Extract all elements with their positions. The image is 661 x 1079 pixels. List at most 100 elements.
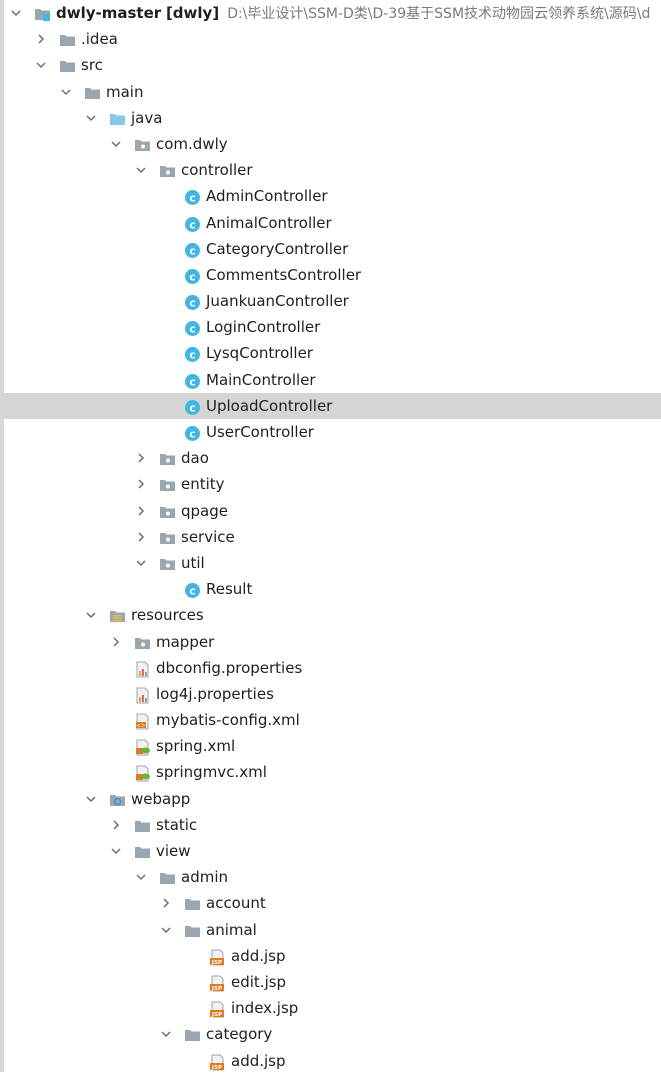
- tree-node-maincontroller[interactable]: c MainController: [0, 367, 661, 393]
- chevron-right-icon[interactable]: [34, 26, 48, 52]
- tree-node-resources[interactable]: resources: [0, 602, 661, 628]
- tree-node-label: java: [131, 108, 163, 127]
- project-path: D:\毕业设计\SSM-D类\D-39基于SSM技术动物园云领养系统\源码\d: [227, 6, 651, 22]
- tree-node-mybatis-config-xml[interactable]: <>mybatis-config.xml: [0, 707, 661, 733]
- web-folder-icon: [109, 791, 126, 808]
- jsp-file-icon: JSP: [209, 974, 226, 992]
- tree-node-label: CommentsController: [206, 265, 362, 284]
- svg-text:c: c: [189, 245, 195, 257]
- tree-node-admin[interactable]: admin: [0, 864, 661, 890]
- chevron-down-icon[interactable]: [59, 79, 73, 105]
- tree-node-idea[interactable]: .idea: [0, 26, 661, 52]
- tree-node-com-dwly[interactable]: com.dwly: [0, 131, 661, 157]
- svg-text:c: c: [189, 350, 195, 362]
- class-icon: c: [184, 372, 201, 389]
- chevron-right-icon[interactable]: [134, 445, 148, 471]
- tree-node-label: MainController: [206, 370, 316, 389]
- chevron-right-icon[interactable]: [134, 498, 148, 524]
- tree-node-label: edit.jsp: [231, 972, 287, 991]
- svg-text:c: c: [189, 297, 195, 309]
- tree-node-src[interactable]: src: [0, 52, 661, 78]
- svg-text:c: c: [189, 271, 195, 283]
- tree-node-categorycontroller[interactable]: c CategoryController: [0, 236, 661, 262]
- tree-node-util[interactable]: util: [0, 550, 661, 576]
- tree-node-category[interactable]: category: [0, 1021, 661, 1047]
- tree-node-java[interactable]: java: [0, 105, 661, 131]
- chevron-down-icon[interactable]: [134, 550, 148, 576]
- tree-node-dwly-master-dwly[interactable]: dwly-master [dwly]D:\毕业设计\SSM-D类\D-39基于S…: [0, 0, 661, 26]
- tree-node-uploadcontroller[interactable]: c UploadController: [0, 392, 661, 419]
- package-icon: [134, 136, 151, 153]
- tree-node-account[interactable]: account: [0, 890, 661, 916]
- class-icon: c: [184, 581, 201, 599]
- chevron-right-icon[interactable]: [109, 629, 123, 655]
- tree-node-entity[interactable]: entity: [0, 471, 661, 497]
- tree-node-label: LoginController: [206, 318, 321, 337]
- tree-node-webapp[interactable]: webapp: [0, 786, 661, 812]
- tree-node-static[interactable]: static: [0, 812, 661, 838]
- properties-file-icon: [134, 660, 151, 678]
- chevron-right-icon[interactable]: [134, 524, 148, 550]
- svg-text:c: c: [189, 324, 195, 336]
- tree-node-edit-jsp[interactable]: JSP edit.jsp: [0, 969, 661, 995]
- tree-node-mapper[interactable]: mapper: [0, 629, 661, 655]
- chevron-down-icon[interactable]: [159, 1021, 173, 1047]
- tree-node-springmvc-xml[interactable]: springmvc.xml: [0, 759, 661, 785]
- tree-node-label: UploadController: [206, 396, 333, 415]
- tree-node-label: controller: [181, 161, 253, 180]
- chevron-down-icon[interactable]: [109, 131, 123, 157]
- chevron-down-icon[interactable]: [109, 838, 123, 864]
- tree-node-label: index.jsp: [231, 999, 299, 1018]
- chevron-right-icon[interactable]: [159, 890, 173, 916]
- tree-node-animal[interactable]: animal: [0, 917, 661, 943]
- svg-text:<>: <>: [136, 723, 146, 729]
- tree-node-commentscontroller[interactable]: c CommentsController: [0, 262, 661, 288]
- chevron-down-icon[interactable]: [134, 157, 148, 183]
- folder-icon: [184, 895, 201, 912]
- tree-node-label: qpage: [181, 501, 228, 520]
- chevron-right-icon[interactable]: [134, 471, 148, 497]
- chevron-down-icon[interactable]: [34, 52, 48, 78]
- project-root-label: dwly-master [dwly]D:\毕业设计\SSM-D类\D-39基于S…: [56, 0, 650, 27]
- chevron-down-icon[interactable]: [84, 786, 98, 812]
- tree-node-view[interactable]: view: [0, 838, 661, 864]
- tree-node-dao[interactable]: dao: [0, 445, 661, 471]
- module-folder-icon: [34, 5, 51, 22]
- tree-node-main[interactable]: main: [0, 79, 661, 105]
- tree-node-service[interactable]: service: [0, 524, 661, 550]
- tree-node-label: main: [106, 82, 144, 101]
- tree-node-qpage[interactable]: qpage: [0, 498, 661, 524]
- spring-xml-file-icon: [134, 738, 151, 756]
- package-icon: [159, 162, 176, 179]
- chevron-down-icon[interactable]: [84, 602, 98, 628]
- svg-text:c: c: [189, 585, 195, 597]
- tree-node-logincontroller[interactable]: c LoginController: [0, 314, 661, 340]
- chevron-right-icon[interactable]: [109, 812, 123, 838]
- tree-node-spring-xml[interactable]: spring.xml: [0, 733, 661, 759]
- tree-node-label: CategoryController: [206, 239, 349, 258]
- chevron-down-icon[interactable]: [84, 105, 98, 131]
- tree-node-label: dbconfig.properties: [156, 658, 303, 677]
- xml-file-icon: <>: [134, 712, 151, 730]
- class-icon: c: [184, 398, 201, 415]
- package-icon: [159, 555, 176, 572]
- tree-node-log4j-properties[interactable]: log4j.properties: [0, 681, 661, 707]
- chevron-down-icon[interactable]: [134, 864, 148, 890]
- tree-node-controller[interactable]: controller: [0, 157, 661, 183]
- folder-icon: [184, 1026, 201, 1043]
- tree-node-dbconfig-properties[interactable]: dbconfig.properties: [0, 655, 661, 681]
- chevron-down-icon[interactable]: [159, 917, 173, 943]
- chevron-down-icon[interactable]: [9, 0, 23, 26]
- tree-node-label: spring.xml: [156, 737, 236, 756]
- tree-node-label: add.jsp: [231, 946, 286, 965]
